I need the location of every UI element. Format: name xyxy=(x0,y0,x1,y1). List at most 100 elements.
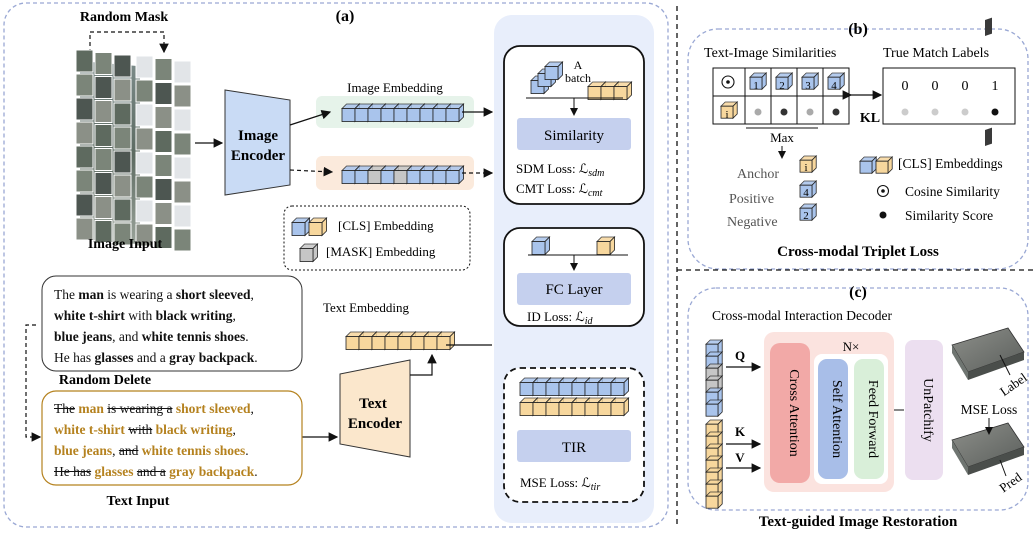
k-label: K xyxy=(735,424,746,439)
masked-image-patch xyxy=(173,132,192,156)
cross-attention-label: Cross Attention xyxy=(786,369,801,457)
max-label: Max xyxy=(770,130,794,145)
image-patch xyxy=(94,52,113,75)
q-label: Q xyxy=(735,348,745,363)
similarity-score-legend-symbol xyxy=(879,211,887,219)
similarity-score-dot xyxy=(754,108,762,116)
panel-b-label: (b) xyxy=(848,21,868,38)
masked-image-patch xyxy=(173,108,192,132)
image-embedding-arrow-in xyxy=(289,110,332,126)
triplet-icon-index: i xyxy=(804,162,807,174)
image-patch xyxy=(94,220,113,243)
caption-line: The man is wearing a short sleeved, xyxy=(54,284,296,305)
matrix-image-embedding xyxy=(775,72,794,91)
caption-segment: He has xyxy=(54,350,95,365)
image-patch xyxy=(94,148,113,171)
random-delete-arrow xyxy=(25,324,42,442)
decoder-title: Cross-modal Interaction Decoder xyxy=(712,308,892,323)
sdm-loss-label: SDM Loss: ℒsdm xyxy=(516,161,604,179)
image-patch xyxy=(94,124,113,147)
kl-label: KL xyxy=(860,111,880,126)
masked-embedding-tokens xyxy=(341,165,465,185)
deleted-caption-box xyxy=(41,390,303,486)
image-embedding-tokens xyxy=(341,103,465,123)
panel-c-border xyxy=(687,287,1029,511)
random-mask-label: Random Mask xyxy=(80,10,169,25)
embedding-legend-box xyxy=(283,205,471,271)
caption-line: He has glasses and a gray backpack. xyxy=(54,461,296,482)
true-match-dot xyxy=(991,108,999,116)
fc-layer-block xyxy=(517,273,631,305)
masked-image-patch xyxy=(135,103,154,127)
negative-label: Negative xyxy=(727,215,778,230)
caption-segment: is wearing a xyxy=(107,401,173,416)
cosine-legend-dot xyxy=(881,189,885,193)
random-mask-arrow xyxy=(89,31,169,60)
tir-text-token xyxy=(610,397,630,417)
masked-image-patch xyxy=(135,199,154,223)
label-image xyxy=(951,17,1025,380)
image-patch xyxy=(75,121,94,145)
masked-image-patch xyxy=(154,154,173,177)
batch-label-1: A xyxy=(574,58,583,72)
panel-a-label: (a) xyxy=(336,8,355,25)
caption-segment: glasses xyxy=(94,464,134,479)
feed-forward-label: Feed Forward xyxy=(865,380,880,458)
caption-segment: , and xyxy=(112,329,142,344)
triplet-icons: i42 xyxy=(799,155,818,222)
text-embedding-tokens xyxy=(345,331,456,351)
masked-image-patch xyxy=(135,151,154,175)
caption-segment: short sleeved xyxy=(175,401,251,416)
masked-image-patch xyxy=(135,79,154,103)
matrix-image-embedding xyxy=(801,72,820,91)
key-value-token-stack xyxy=(705,419,724,510)
random-delete-label: Random Delete xyxy=(59,373,151,388)
cross-attention-block xyxy=(770,343,810,483)
text-encoder-label-1: Text xyxy=(359,396,387,412)
anchor-label: Anchor xyxy=(737,167,779,182)
similarity-score-dot xyxy=(806,108,814,116)
fc-layer-label: FC Layer xyxy=(545,282,602,298)
masked-image-patch xyxy=(173,84,192,108)
image-patch xyxy=(75,73,94,97)
panel-c-title: Text-guided Image Restoration xyxy=(759,514,958,530)
caption-segment: with xyxy=(128,422,153,437)
label-tag: Label xyxy=(997,369,1030,398)
caption-segment: and xyxy=(118,443,139,458)
image-patch xyxy=(75,49,94,73)
pred-pointer xyxy=(999,459,1007,477)
caption-segment: white t-shirt xyxy=(54,422,125,437)
unpatchify-block xyxy=(905,340,943,480)
triplet-icon-index: 2 xyxy=(803,210,809,222)
masked-image-patch xyxy=(173,228,192,252)
cls-embeddings-legend: [CLS] Embeddings xyxy=(898,156,1003,171)
caption-segment: white tennis shoes xyxy=(141,329,246,344)
deleted-caption-text: The man is wearing a short sleeved,white… xyxy=(46,394,304,486)
negative-icon xyxy=(799,203,818,222)
similarity-score-dot xyxy=(832,108,840,116)
panel-b-border xyxy=(687,28,1029,270)
unpatchify-label: UnPatchify xyxy=(920,378,935,442)
caption-segment: black writing xyxy=(155,422,233,437)
query-token-stack xyxy=(705,339,724,418)
original-caption-box xyxy=(41,275,303,372)
batch-label-2: batch xyxy=(565,71,591,85)
text-encoder-to-embedding-arrow xyxy=(410,353,437,376)
caption-segment: and a xyxy=(133,350,170,365)
caption-segment: man xyxy=(78,401,104,416)
similarity-score-legend: Similarity Score xyxy=(905,208,993,223)
id-loss-label: ID Loss: ℒid xyxy=(527,309,594,327)
caption-segment: gray backpack xyxy=(169,350,255,365)
self-attention-block xyxy=(818,359,848,479)
fc-image-cls-token xyxy=(531,236,551,256)
true-match-value: 1 xyxy=(992,79,999,94)
fc-text-cls-token xyxy=(596,236,616,256)
cls-legend-icons xyxy=(859,156,894,175)
text-token xyxy=(436,331,456,351)
matrix-col-index: 2 xyxy=(779,80,785,92)
tir-token-rows xyxy=(519,377,630,417)
masked-image-patch xyxy=(135,55,154,79)
text-encoder-label-2: Encoder xyxy=(348,416,403,432)
panel-c-label: (c) xyxy=(849,284,867,301)
image-encoder-block xyxy=(224,89,291,196)
